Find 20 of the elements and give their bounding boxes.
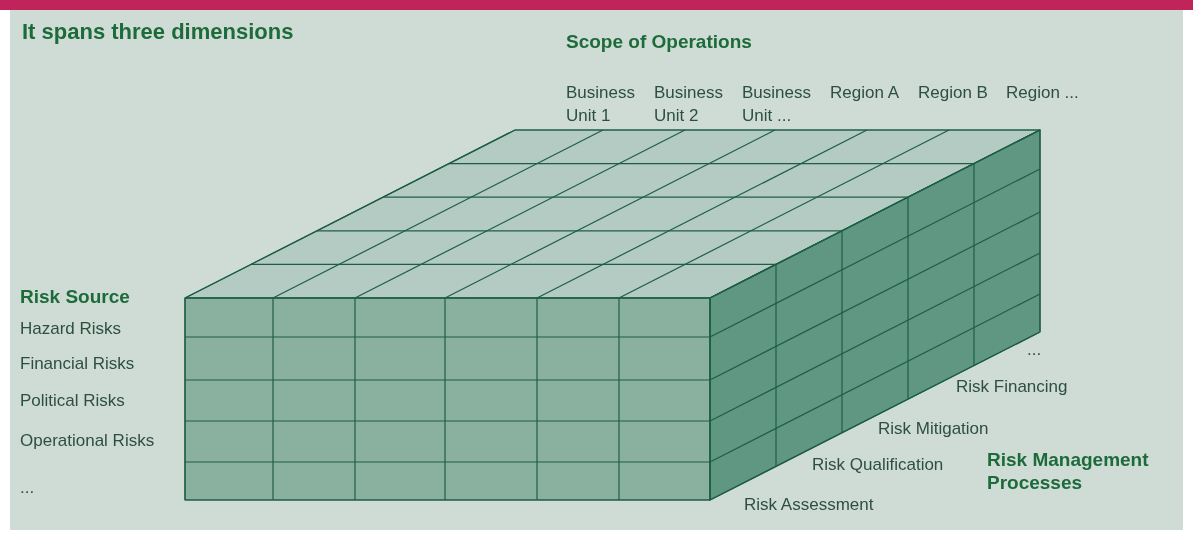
column-label: Business Unit 2 [654, 82, 724, 127]
depth-label: ... [1027, 339, 1042, 361]
row-label: Hazard Risks [20, 318, 122, 340]
column-label: Region A [830, 82, 899, 104]
axis-title: Scope of Operations [566, 30, 752, 53]
row-label: Financial Risks [20, 353, 135, 375]
axis-title: Risk Source [20, 285, 130, 308]
depth-label: Risk Qualification [812, 454, 944, 476]
diagram-title: It spans three dimensions [22, 20, 294, 43]
depth-label: Risk Financing [956, 376, 1068, 398]
column-label: Region B [918, 82, 988, 104]
row-label: Political Risks [20, 390, 125, 412]
row-label: ... [20, 477, 35, 499]
row-label: Operational Risks [20, 430, 155, 452]
column-label: Business Unit ... [742, 82, 812, 127]
depth-label: Risk Mitigation [878, 418, 989, 440]
column-label: Business Unit 1 [566, 82, 636, 127]
depth-label: Risk Assessment [744, 494, 874, 516]
column-label: Region ... [1006, 82, 1079, 104]
axis-title: Risk Management Processes [987, 448, 1150, 494]
